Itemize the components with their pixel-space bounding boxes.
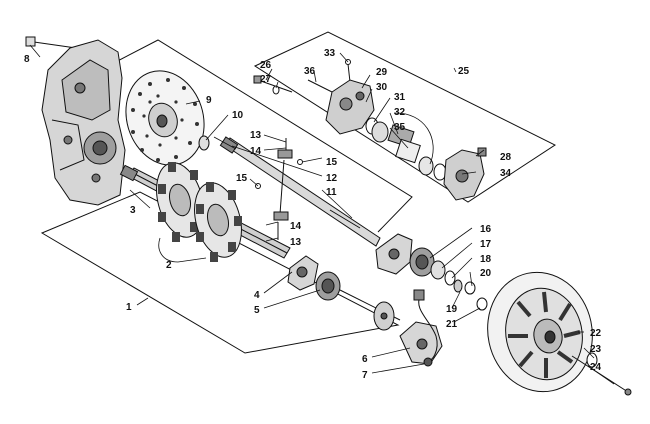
callout-35: 35 <box>394 122 406 133</box>
washer-18 <box>444 270 456 286</box>
caliper-29 <box>325 79 375 135</box>
drive-sprocket-2a <box>156 162 204 242</box>
callout-27: 27 <box>260 74 272 85</box>
clip-14-lower <box>273 211 289 221</box>
clip-14-upper <box>277 149 293 159</box>
nut-7 <box>423 357 433 367</box>
washer-23 <box>586 352 598 368</box>
brake-disc-9 <box>125 70 205 166</box>
drive-sprocket-2b <box>194 182 242 262</box>
callout-21: 21 <box>446 319 458 330</box>
assembly-box-1 <box>40 191 400 354</box>
leader-lines <box>29 44 615 385</box>
bearing-16 <box>409 247 435 277</box>
caliper-half-34 <box>443 149 485 201</box>
plug-21 <box>476 297 488 311</box>
bleeder-33 <box>345 59 351 83</box>
callout-18: 18 <box>480 254 492 265</box>
piston-30 <box>371 121 389 143</box>
callouts: 8 9 10 13 14 15 12 11 15 3 2 14 13 1 4 5… <box>24 48 602 381</box>
driven-pulley-22 <box>487 271 593 393</box>
callout-6: 6 <box>362 354 368 365</box>
pin-36 <box>307 79 333 93</box>
ball-15-upper <box>297 159 303 165</box>
callout-12: 12 <box>326 173 338 184</box>
callout-16: 16 <box>480 224 492 235</box>
callout-7: 7 <box>362 370 368 381</box>
flange-4 <box>287 255 319 291</box>
callout-4: 4 <box>254 290 260 301</box>
ring-17 <box>430 260 446 280</box>
callout-14-lower: 14 <box>290 221 302 232</box>
callout-15-lower: 15 <box>236 173 248 184</box>
speed-sensor-gear <box>373 301 395 331</box>
callout-31: 31 <box>394 92 406 103</box>
callout-28: 28 <box>500 152 512 163</box>
callout-14-upper: 14 <box>250 146 262 157</box>
callout-2: 2 <box>166 260 172 271</box>
callout-25: 25 <box>458 66 470 77</box>
callout-20: 20 <box>480 268 492 279</box>
spacer-19 <box>453 279 463 293</box>
pad-35 <box>395 138 421 164</box>
callout-33: 33 <box>324 48 336 59</box>
callout-9: 9 <box>206 95 212 106</box>
piston-seal <box>418 156 434 176</box>
chaincase-housing <box>41 39 126 206</box>
bearing-housing-plate <box>375 233 413 275</box>
callout-24: 24 <box>590 362 602 373</box>
spacer-20 <box>464 281 476 295</box>
callout-11: 11 <box>326 187 337 198</box>
callout-23: 23 <box>590 344 602 355</box>
rod-link <box>279 159 285 215</box>
callout-5: 5 <box>254 305 260 316</box>
callout-36: 36 <box>304 66 316 77</box>
callout-1: 1 <box>126 302 132 313</box>
callout-26: 26 <box>260 60 272 71</box>
callout-19: 19 <box>446 304 458 315</box>
callout-32: 32 <box>394 107 406 118</box>
bearing-5 <box>315 271 341 301</box>
callout-30: 30 <box>376 82 388 93</box>
callout-22: 22 <box>590 328 602 339</box>
callout-34: 34 <box>500 168 512 179</box>
callout-29: 29 <box>376 67 388 78</box>
callout-3: 3 <box>130 205 136 216</box>
washer-27 <box>272 85 280 95</box>
callout-10: 10 <box>232 110 244 121</box>
callout-13-upper: 13 <box>250 130 262 141</box>
assembly-box-upper <box>107 39 413 233</box>
callout-13-lower: 13 <box>290 237 302 248</box>
callout-15-upper: 15 <box>326 157 338 168</box>
sensor-bracket-6 <box>399 321 443 365</box>
callout-17: 17 <box>480 239 492 250</box>
callout-8: 8 <box>24 54 30 65</box>
